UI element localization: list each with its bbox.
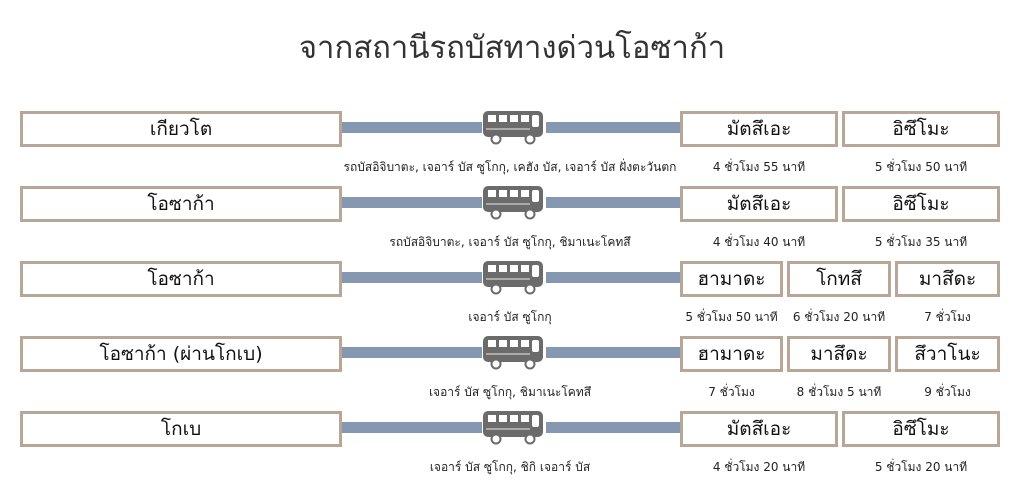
route-line [546, 197, 680, 208]
destination-box: มัตสึเอะ [680, 186, 838, 222]
route-row: เกียวโตรถบัสอิจิบาตะ, เจอาร์ บัส ซูโกกุ,… [0, 108, 1024, 188]
route-row: โกเบเจอาร์ บัส ซูโกกุ, ชิกิ เจอาร์ บัส มั… [0, 408, 1024, 488]
destination-box: มัตสึเอะ [680, 411, 838, 447]
route-line [546, 122, 680, 133]
route-row: โอซาก้าเจอาร์ บัส ซูโกกุ ฮามาดะ 5 ชั่วโมง … [0, 258, 1024, 338]
travel-time: 6 ชั่วโมง 20 นาที [792, 310, 886, 324]
bus-icon [482, 334, 544, 370]
route-line [342, 122, 482, 133]
operators-text: รถบัสอิจิบาตะ, เจอาร์ บัส ซูโกกุ, ชิมาเน… [389, 235, 631, 249]
bus-icon [482, 109, 544, 145]
destination-box: อิซึโมะ [842, 186, 1000, 222]
route-line [342, 197, 482, 208]
route-line [342, 272, 482, 283]
origin-box: โอซาก้า (ผ่านโกเบ) [20, 336, 342, 372]
travel-time: 4 ชั่วโมง 20 นาที [712, 460, 806, 474]
travel-time: 5 ชั่วโมง 50 นาที [874, 160, 968, 174]
operators-text: รถบัสอิจิบาตะ, เจอาร์ บัส ซูโกกุ, เคฮัง … [343, 160, 677, 174]
route-line [342, 422, 482, 433]
route-line [546, 347, 680, 358]
destination-box: โกทสึ [787, 261, 891, 297]
page-title: จากสถานีรถบัสทางด่วนโอซาก้า [298, 30, 726, 66]
travel-time: 4 ชั่วโมง 40 นาที [712, 235, 806, 249]
destination-box: อิซึโมะ [842, 411, 1000, 447]
destination-box: ฮามาดะ [680, 261, 783, 297]
route-line [546, 272, 680, 283]
travel-time: 5 ชั่วโมง 35 นาที [874, 235, 968, 249]
destination-box: มัตสึเอะ [680, 111, 838, 147]
destination-box: มาสึดะ [787, 336, 891, 372]
destination-box: ฮามาดะ [680, 336, 783, 372]
route-row: โอซาก้ารถบัสอิจิบาตะ, เจอาร์ บัส ซูโกกุ,… [0, 183, 1024, 263]
origin-box: โอซาก้า [20, 261, 342, 297]
route-line [342, 347, 482, 358]
travel-time: 5 ชั่วโมง 20 นาที [874, 460, 968, 474]
origin-box: โอซาก้า [20, 186, 342, 222]
destination-box: สึวาโนะ [895, 336, 1000, 372]
travel-time: 7 ชั่วโมง [924, 310, 971, 324]
travel-time: 7 ชั่วโมง [708, 385, 755, 399]
destination-box: อิซึโมะ [842, 111, 1000, 147]
travel-time: 5 ชั่วโมง 50 นาที [685, 310, 778, 324]
travel-time: 9 ชั่วโมง [924, 385, 971, 399]
origin-box: โกเบ [20, 411, 342, 447]
operators-text: เจอาร์ บัส ซูโกกุ, ชิกิ เจอาร์ บัส [429, 460, 591, 474]
route-row: โอซาก้า (ผ่านโกเบ) เจอาร์ บัส ซูโกกุ, ชิม… [0, 333, 1024, 413]
bus-icon [482, 259, 544, 295]
route-line [546, 422, 680, 433]
origin-box: เกียวโต [20, 111, 342, 147]
travel-time: 8 ชั่วโมง 5 นาที [796, 385, 882, 399]
destination-box: มาสึดะ [895, 261, 1000, 297]
travel-time: 4 ชั่วโมง 55 นาที [712, 160, 806, 174]
operators-text: เจอาร์ บัส ซูโกกุ, ชิมาเนะโคทสึ [428, 385, 592, 399]
bus-icon [482, 184, 544, 220]
operators-text: เจอาร์ บัส ซูโกกุ [468, 310, 552, 324]
bus-icon [482, 409, 544, 445]
